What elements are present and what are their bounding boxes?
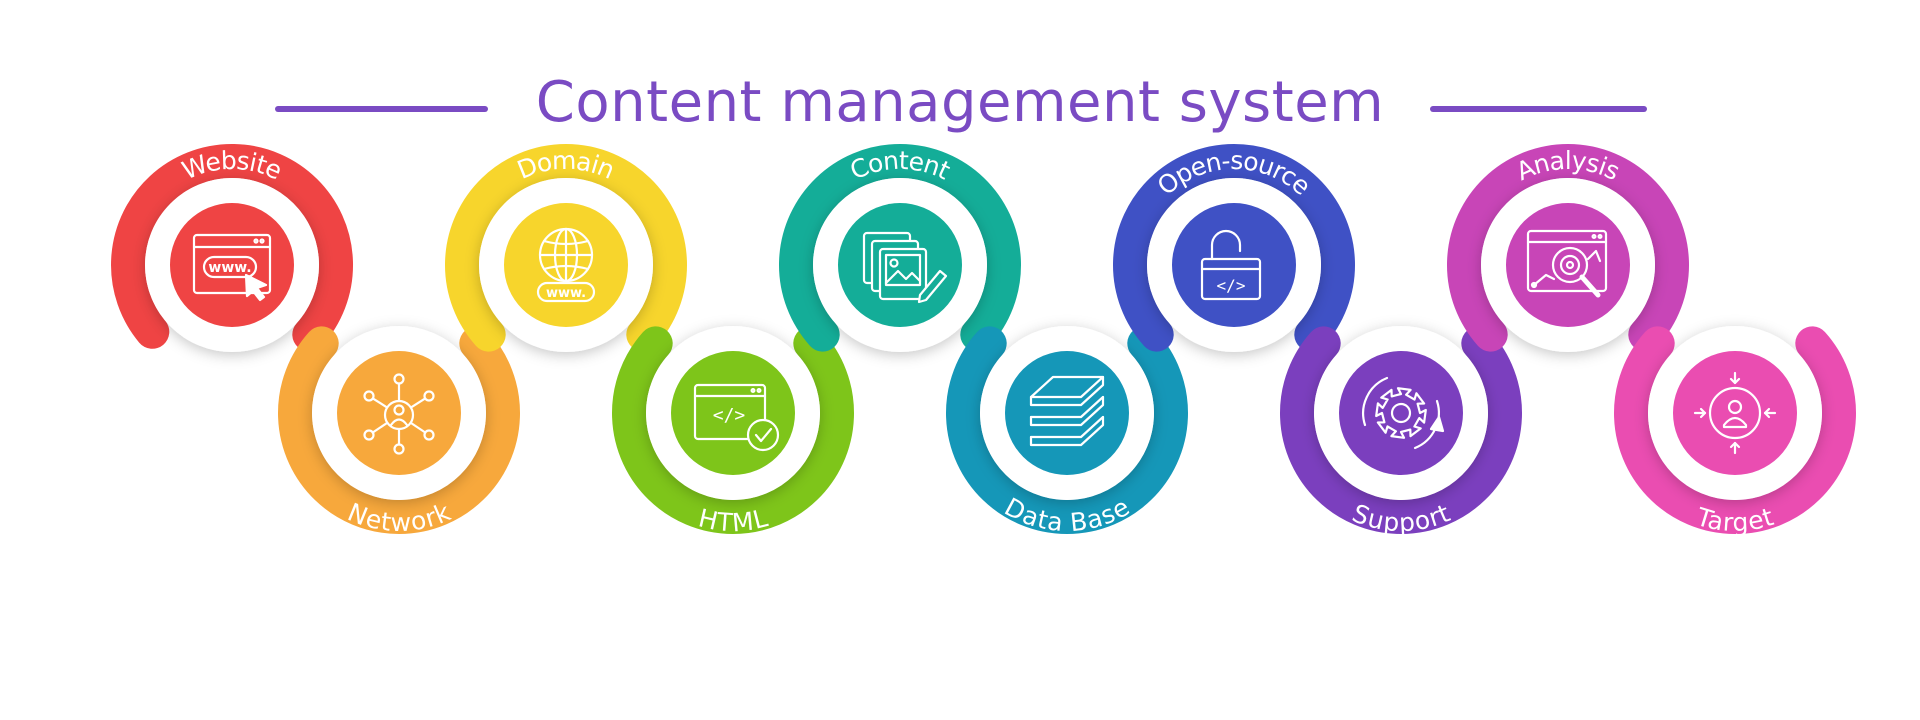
title-row: Content management system bbox=[0, 62, 1920, 152]
page-title: Content management system bbox=[535, 70, 1385, 135]
title-line-right bbox=[1430, 106, 1647, 112]
arc-ring-layer bbox=[111, 144, 1856, 534]
images-pencil-icon bbox=[862, 231, 948, 304]
inner-disk-support bbox=[1339, 351, 1463, 475]
svg-text:www.: www. bbox=[546, 286, 586, 301]
svg-text:www.: www. bbox=[208, 260, 251, 276]
globe-www-icon: www. bbox=[536, 227, 596, 303]
gear-refresh-icon bbox=[1362, 376, 1445, 450]
code-window-check-icon: </> bbox=[693, 383, 780, 452]
inner-disk-data-base bbox=[1005, 351, 1129, 475]
ring-arc-website bbox=[111, 144, 354, 352]
database-layers-icon bbox=[1029, 375, 1105, 447]
ring-arc-domain bbox=[445, 144, 687, 352]
browser-magnifier-icon bbox=[1526, 229, 1608, 298]
ring-arc-open-source bbox=[1113, 144, 1355, 352]
network-user-icon bbox=[363, 373, 435, 455]
unlocked-code-icon: </> bbox=[1200, 229, 1262, 301]
svg-text:</>: </> bbox=[1217, 276, 1246, 295]
ring-arc-content bbox=[779, 144, 1021, 352]
step-label-html: HTML bbox=[696, 503, 771, 537]
ring-arc-analysis bbox=[1447, 144, 1689, 352]
target-user-icon bbox=[1693, 371, 1777, 455]
disk-layer: www. www. </> </> bbox=[145, 178, 1822, 500]
ring-arc-data-base bbox=[946, 326, 1188, 534]
inner-disk-open-source bbox=[1172, 203, 1296, 327]
inner-disk-network bbox=[337, 351, 461, 475]
browser-www-cursor-icon: www. bbox=[192, 233, 272, 302]
ring-arc-html bbox=[612, 326, 854, 534]
title-line-left bbox=[275, 106, 488, 112]
ring-arc-target bbox=[1614, 326, 1856, 534]
svg-text:</>: </> bbox=[713, 405, 746, 426]
ring-arc-support bbox=[1280, 326, 1522, 534]
ring-arc-network bbox=[278, 326, 520, 534]
